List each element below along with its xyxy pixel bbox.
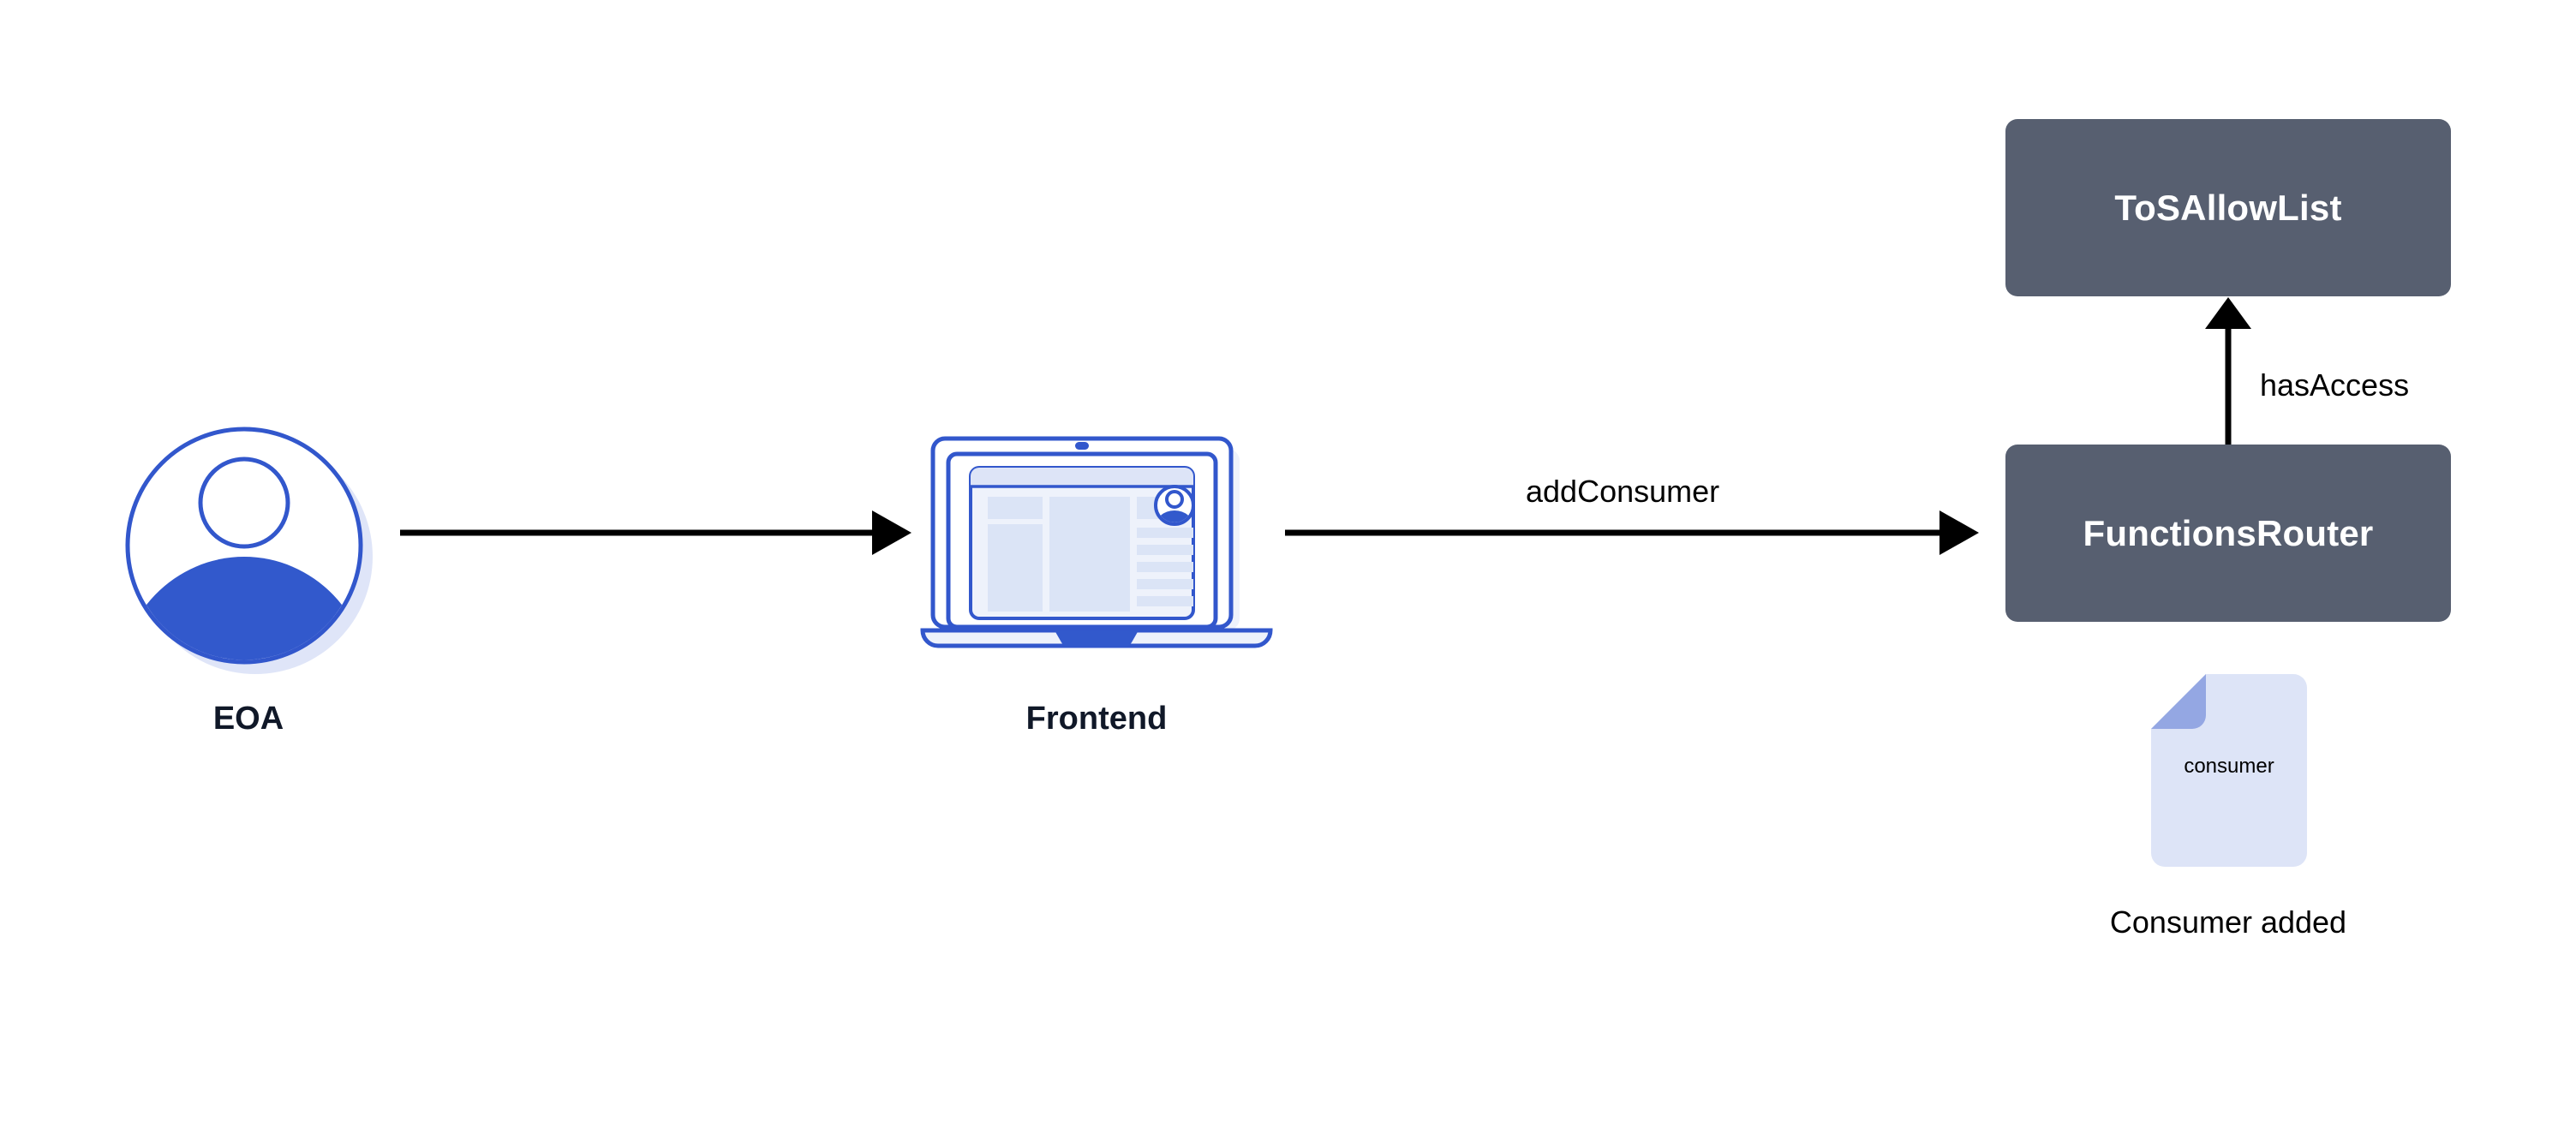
edge-eoa-to-frontend <box>400 510 911 555</box>
consumer-document-label: consumer <box>2184 755 2274 778</box>
frontend-node[interactable] <box>912 428 1281 668</box>
tos-allow-list-box[interactable]: ToSAllowList <box>2005 119 2451 296</box>
user-avatar-icon <box>125 427 373 674</box>
edge-router-to-allowlist <box>2205 297 2251 445</box>
edge-frontend-to-router <box>1285 510 1979 555</box>
eoa-node[interactable] <box>120 421 377 678</box>
tos-allow-list-label: ToSAllowList <box>2114 187 2342 228</box>
consumer-added-caption: Consumer added <box>2109 904 2347 940</box>
consumer-document-node[interactable]: consumer <box>2151 674 2307 867</box>
edge-label-add-consumer: addConsumer <box>1526 474 1720 509</box>
functions-router-label: FunctionsRouter <box>2083 512 2374 553</box>
functions-router-box[interactable]: FunctionsRouter <box>2005 445 2451 622</box>
edge-label-has-access: hasAccess <box>2260 367 2410 403</box>
eoa-caption: EOA <box>212 701 284 737</box>
screen-avatar-icon <box>1154 485 1195 526</box>
laptop-icon <box>920 436 1273 648</box>
frontend-caption: Frontend <box>1025 701 1168 737</box>
document-icon <box>2151 674 2307 867</box>
